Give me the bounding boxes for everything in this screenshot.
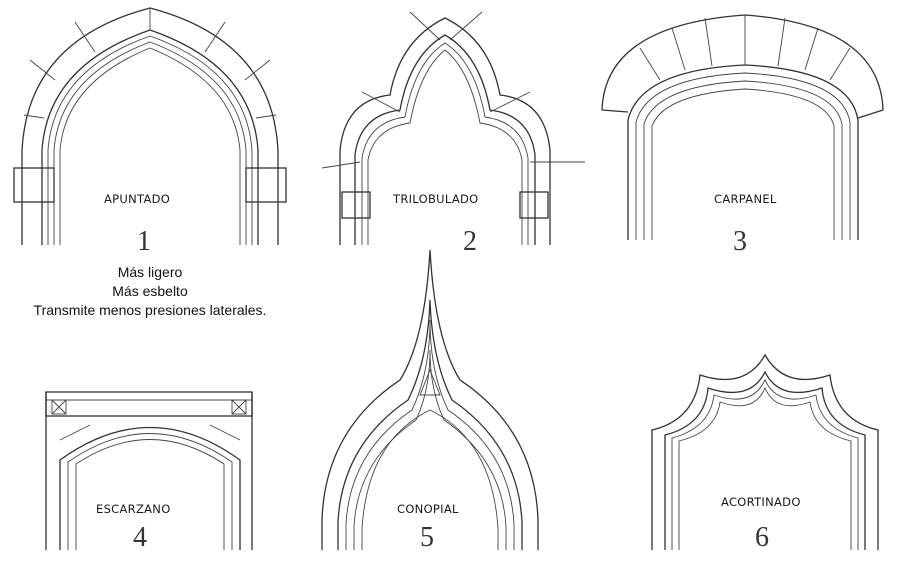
number-carpanel: 3: [733, 226, 747, 257]
arch-apuntado-drawing: [13, 7, 287, 245]
number-acortinado: 6: [755, 522, 769, 553]
arch-conopial-drawing: [321, 249, 539, 550]
number-conopial: 5: [420, 522, 434, 553]
arch-trilobulado-drawing: [321, 11, 585, 245]
arch-acortinado-drawing: [651, 353, 879, 550]
note-line-3: Transmite menos presiones laterales.: [33, 302, 267, 318]
arch-escarzano-drawing: [45, 391, 253, 550]
label-carpanel: CARPANEL: [714, 192, 777, 206]
arch-carpanel-drawing: [601, 14, 884, 240]
label-escarzano: ESCARZANO: [96, 502, 171, 516]
label-acortinado: ACORTINADO: [721, 495, 801, 509]
label-apuntado: APUNTADO: [104, 192, 171, 206]
number-apuntado: 1: [137, 226, 151, 257]
number-trilobulado: 2: [463, 226, 477, 257]
label-conopial: CONOPIAL: [397, 502, 459, 516]
note-line-2: Más esbelto: [112, 283, 188, 299]
label-trilobulado: TRILOBULADO: [393, 192, 479, 206]
note-line-1: Más ligero: [117, 264, 183, 280]
number-escarzano: 4: [133, 522, 147, 553]
